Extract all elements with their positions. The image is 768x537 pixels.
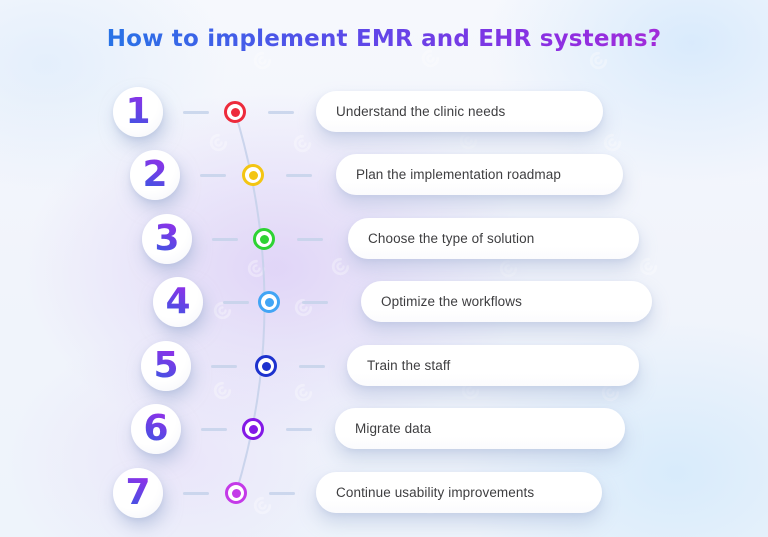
- connector-dash: [201, 428, 227, 431]
- page-title: How to implement EMR and EHR systems?: [0, 26, 768, 52]
- connector-dash: [286, 428, 312, 431]
- step-number: 1: [125, 91, 151, 132]
- step-row: 1 Understand the clinic needs: [0, 87, 768, 137]
- step-row: 2 Plan the implementation roadmap: [0, 150, 768, 200]
- connector-dash: [286, 174, 312, 177]
- step-card: Understand the clinic needs: [316, 91, 603, 132]
- step-label: Migrate data: [355, 421, 432, 436]
- step-label: Train the staff: [367, 358, 451, 373]
- step-card: Choose the type of solution: [348, 218, 639, 259]
- step-dot: [225, 482, 247, 504]
- swirl-watermark-icon: [293, 134, 312, 153]
- step-dot: [242, 164, 264, 186]
- step-label: Plan the implementation roadmap: [356, 167, 561, 182]
- swirl-watermark-icon: [459, 131, 478, 150]
- step-card: Plan the implementation roadmap: [336, 154, 623, 195]
- step-label: Continue usability improvements: [336, 485, 535, 500]
- step-number: 6: [143, 408, 169, 449]
- step-number-badge: 7: [113, 468, 163, 518]
- swirl-watermark-icon: [499, 259, 518, 278]
- step-number-badge: 4: [153, 277, 203, 327]
- step-number-badge: 2: [130, 150, 180, 200]
- step-number: 7: [125, 472, 151, 513]
- step-dot: [258, 291, 280, 313]
- step-number-badge: 5: [141, 341, 191, 391]
- connector-dash: [200, 174, 226, 177]
- connector-dash: [212, 238, 238, 241]
- step-card: Migrate data: [335, 408, 625, 449]
- swirl-watermark-icon: [331, 257, 350, 276]
- swirl-watermark-icon: [213, 381, 232, 400]
- step-card: Optimize the workflows: [361, 281, 652, 322]
- connector-dash: [211, 365, 237, 368]
- step-label: Understand the clinic needs: [336, 104, 506, 119]
- step-number: 5: [153, 345, 179, 386]
- step-dot: [242, 418, 264, 440]
- step-label: Optimize the workflows: [381, 294, 522, 309]
- swirl-watermark-icon: [601, 383, 620, 402]
- connector-dash: [297, 238, 323, 241]
- swirl-watermark-icon: [603, 133, 622, 152]
- swirl-watermark-icon: [421, 49, 440, 68]
- connector-dash: [299, 365, 325, 368]
- step-dot: [224, 101, 246, 123]
- step-row: 5 Train the staff: [0, 341, 768, 391]
- step-row: 7 Continue usability improvements: [0, 468, 768, 518]
- step-row: 4 Optimize the workflows: [0, 277, 768, 327]
- step-number: 4: [165, 281, 191, 322]
- step-card: Continue usability improvements: [316, 472, 602, 513]
- connector-dash: [302, 301, 328, 304]
- step-card: Train the staff: [347, 345, 639, 386]
- step-number: 3: [154, 218, 180, 259]
- step-number-badge: 3: [142, 214, 192, 264]
- swirl-watermark-icon: [253, 496, 272, 515]
- step-dot: [255, 355, 277, 377]
- swirl-watermark-icon: [253, 51, 272, 70]
- swirl-watermark-icon: [294, 383, 313, 402]
- step-number: 2: [142, 154, 168, 195]
- connector-dash: [183, 492, 209, 495]
- swirl-watermark-icon: [294, 298, 313, 317]
- connector-dash: [269, 492, 295, 495]
- swirl-watermark-icon: [213, 301, 232, 320]
- step-label: Choose the type of solution: [368, 231, 535, 246]
- step-number-badge: 1: [113, 87, 163, 137]
- swirl-watermark-icon: [589, 51, 608, 70]
- connector-dash: [183, 111, 209, 114]
- step-row: 6 Migrate data: [0, 404, 768, 454]
- swirl-watermark-icon: [639, 257, 658, 276]
- step-dot: [253, 228, 275, 250]
- swirl-watermark-icon: [209, 133, 228, 152]
- connector-dash: [223, 301, 249, 304]
- step-number-badge: 6: [131, 404, 181, 454]
- step-row: 3 Choose the type of solution: [0, 214, 768, 264]
- connector-dash: [268, 111, 294, 114]
